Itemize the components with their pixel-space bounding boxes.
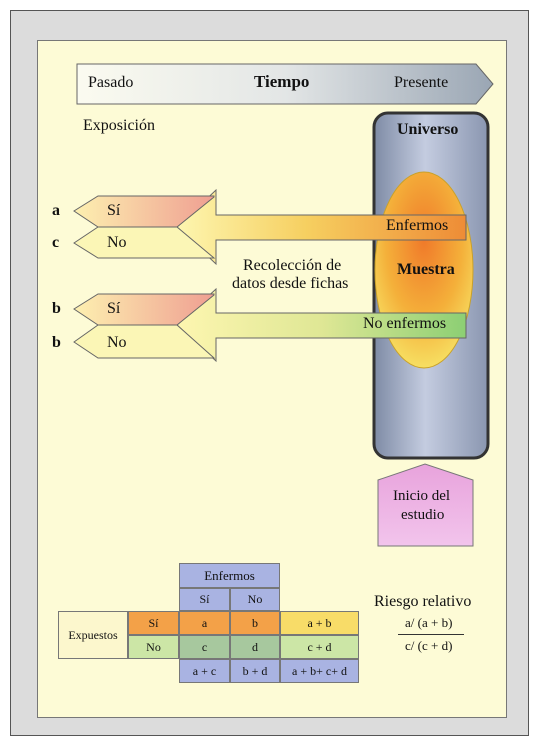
diseased-no-chevron [73, 226, 216, 259]
study-start-line2: estudio [401, 507, 445, 523]
table-header-diseased: Enfermos [179, 563, 280, 588]
table-total-a-b: a + b [280, 611, 359, 635]
relative-risk-denominator: c/ (c + d) [405, 638, 453, 653]
study-start-line1: Inicio del [393, 488, 451, 504]
table-cell-c: c [179, 635, 230, 659]
timeline-arrow [76, 63, 494, 105]
row-letter-c: c [52, 234, 60, 251]
not-diseased-no-chevron [73, 324, 216, 359]
diseased-yes-label: Sí [107, 202, 121, 219]
table-cell-a: a [179, 611, 230, 635]
relative-risk-numerator: a/ (a + b) [405, 615, 453, 630]
table-total-a-c: a + c [179, 659, 230, 683]
table-row-header-exposed: Expuestos [58, 611, 128, 659]
universe-label: Universo [397, 121, 459, 138]
timeline-title: Tiempo [254, 72, 310, 91]
table-grand-total: a + b+ c+ d [280, 659, 359, 683]
table-col-no: No [230, 588, 280, 611]
row-letter-b-lower: b [52, 334, 61, 351]
relative-risk-fraction-bar [398, 634, 464, 635]
exposure-label: Exposición [83, 117, 155, 134]
not-diseased-label: No enfermos [363, 315, 447, 332]
collection-label-line1: Recolección de [243, 257, 342, 274]
timeline-past-label: Pasado [88, 74, 134, 91]
diseased-no-label: No [107, 234, 127, 251]
diseased-label: Enfermos [386, 217, 449, 234]
relative-risk-title: Riesgo relativo [374, 593, 472, 610]
table-total-b-d: b + d [230, 659, 280, 683]
table-row-no-label: No [128, 635, 179, 659]
row-letter-a: a [52, 202, 60, 219]
table-cell-b: b [230, 611, 280, 635]
not-diseased-yes-label: Sí [107, 300, 121, 317]
collection-label-line2: datos desde fichas [232, 275, 349, 292]
table-total-c-d: c + d [280, 635, 359, 659]
timeline-present-label: Presente [394, 74, 449, 91]
row-letter-b-upper: b [52, 300, 61, 317]
table-col-yes: Sí [179, 588, 230, 611]
table-cell-d: d [230, 635, 280, 659]
study-start-box [377, 463, 474, 547]
sample-label: Muestra [397, 261, 455, 278]
not-diseased-no-label: No [107, 334, 127, 351]
table-row-yes-label: Sí [128, 611, 179, 635]
